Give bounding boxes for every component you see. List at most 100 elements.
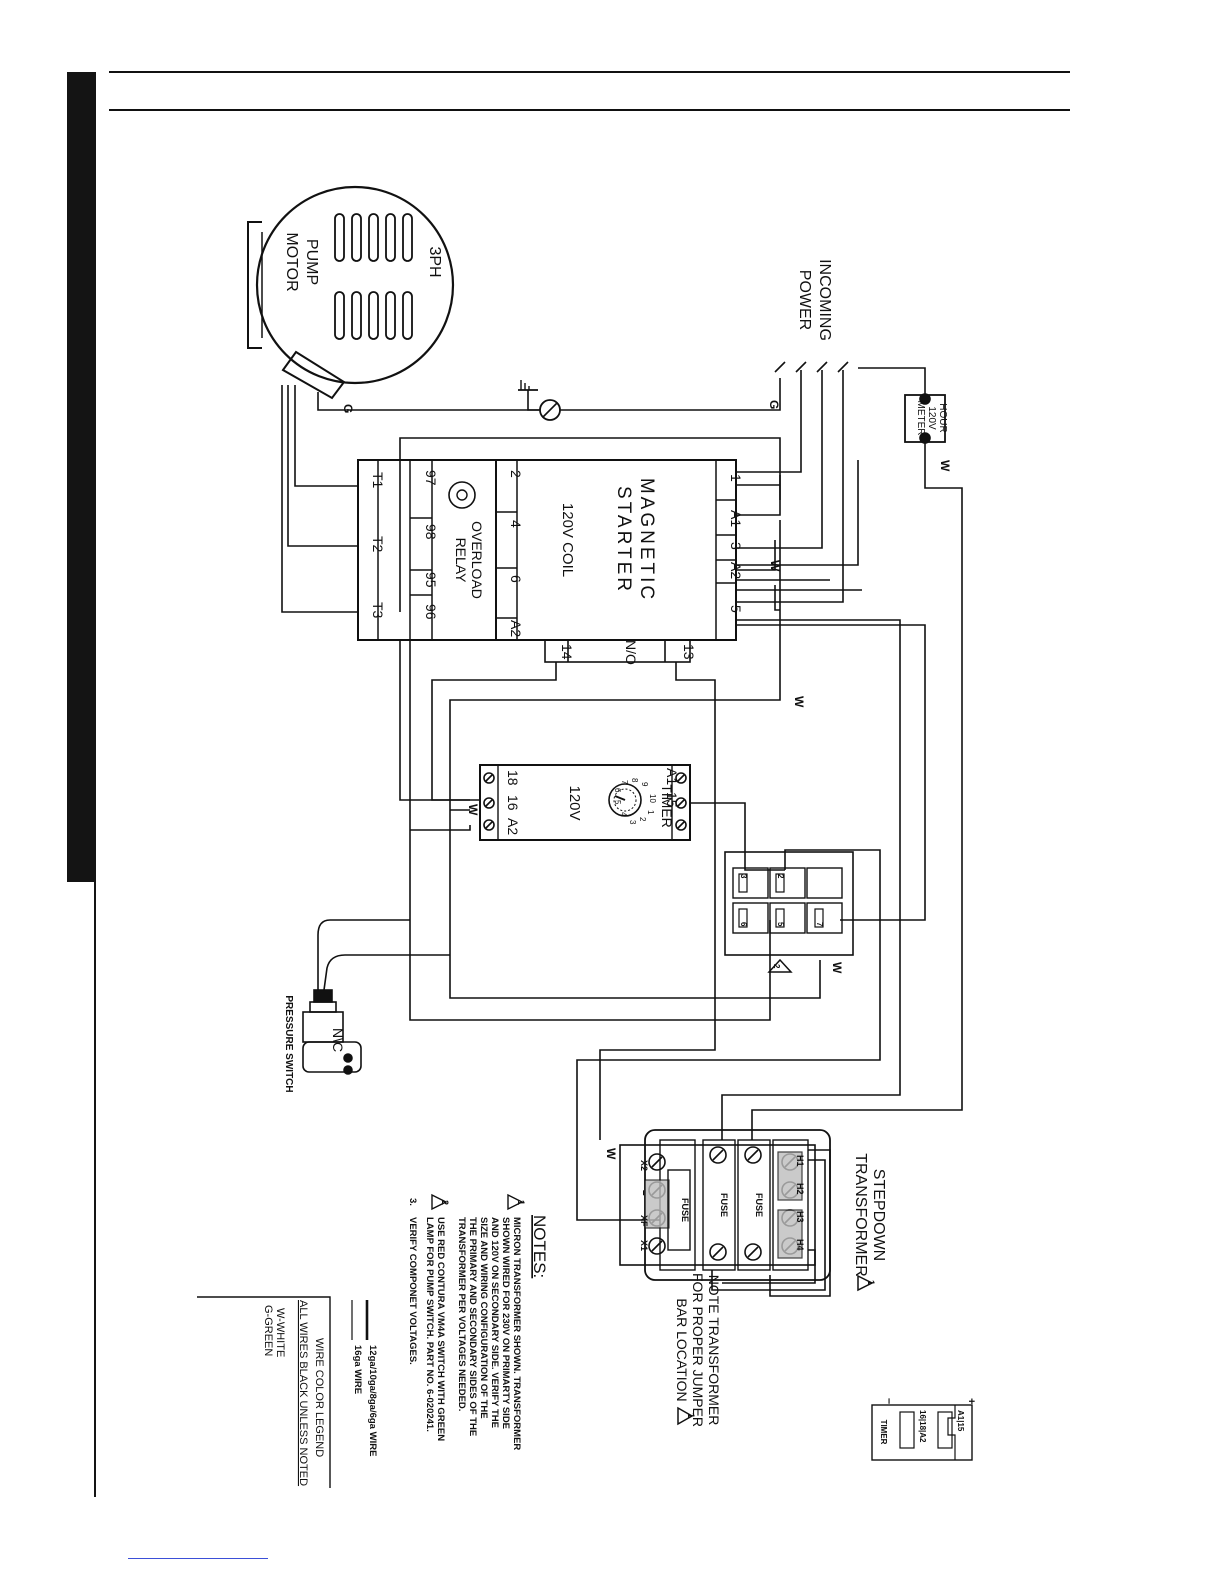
svg-text:SHOWN WIRED FOR 230V ON PRIMAR: SHOWN WIRED FOR 230V ON PRIMARTY SIDE: [500, 1217, 511, 1429]
timer-dial-6: 6: [613, 788, 622, 793]
switch-terminal-7: 7: [815, 922, 824, 927]
overload-label-1: OVERLOAD: [469, 521, 485, 599]
timer-dial-7: 7: [620, 780, 629, 785]
transformer-terminal-h2: H2: [795, 1183, 805, 1195]
starter-terminal-a2: A2: [728, 562, 744, 579]
starter-title-2: STARTER: [613, 486, 634, 594]
footer-link-underline: [128, 1558, 268, 1559]
svg-text:USE RED CONTURA VM4A SWITCH WI: USE RED CONTURA VM4A SWITCH WITH GREEN: [435, 1217, 446, 1441]
timer-dial-4: 4: [619, 812, 628, 817]
motor-label-3ph: 3PH: [426, 246, 443, 277]
svg-text:THE PRIMARY AND SECONDARY SIDE: THE PRIMARY AND SECONDARY SIDES OF THE: [467, 1217, 478, 1436]
timer-symbol: [871, 1404, 973, 1461]
overload-terminal-96: 96: [423, 604, 439, 620]
legend-white: W-WHITE: [274, 1308, 286, 1357]
legend-light-wire: 16ga WIRE: [352, 1345, 363, 1394]
motor-ground-label: G: [341, 404, 355, 413]
transformer-terminal-xf: XF: [639, 1215, 649, 1227]
overload-terminal-t2: T2: [370, 536, 386, 553]
stepdown-transformer: [619, 1129, 831, 1297]
transformer-terminal-h4: H4: [795, 1239, 805, 1251]
motor-label-pump: PUMP: [303, 239, 320, 285]
timer-symbol-minus: –: [883, 1398, 895, 1404]
wire-label-w-4: W: [466, 804, 480, 816]
starter-terminal-6: 6: [508, 575, 524, 583]
timer-dial-2: 2: [638, 817, 647, 822]
header-rule-top: [109, 71, 1070, 73]
svg-text:3.: 3.: [407, 1198, 418, 1206]
wire-color-legend: [197, 1296, 331, 1488]
pressure-switch: [302, 919, 450, 1075]
overload-terminal-97: 97: [423, 470, 439, 486]
incoming-power-label-1: INCOMING: [816, 259, 833, 341]
timer-symbol-plus: +: [965, 1398, 977, 1404]
timer-symbol-top: A1|15: [956, 1410, 965, 1432]
legend-heavy-wire: 12ga/10ga/8ga/6ga WIRE: [367, 1345, 378, 1456]
starter-terminal-5: 5: [728, 605, 744, 613]
wire-label-w-1: W: [938, 460, 952, 472]
incoming-ground-label: G: [767, 400, 781, 409]
starter-terminal-a2-top: A2: [508, 620, 524, 637]
timer-dial-3: 3: [628, 820, 637, 825]
timer-terminal-16: 16: [505, 795, 521, 811]
transformer-title-1: STEPDOWN: [870, 1169, 887, 1261]
hour-meter-label-3: METER: [915, 401, 926, 436]
overload-label-2: RELAY: [453, 538, 469, 584]
notes-mark-2: 2: [440, 1200, 450, 1205]
starter-terminal-2: 2: [508, 470, 524, 478]
switch-terminal-6: 6: [739, 922, 748, 927]
svg-text:MICRON TRANSFORMER SHOWN. TRAN: MICRON TRANSFORMER SHOWN. TRANSFORMER: [511, 1217, 522, 1450]
transformer-note-mark: 1: [866, 1280, 876, 1285]
overload-terminal-95: 95: [423, 572, 439, 588]
transformer-title-2: TRANSFORMER: [852, 1153, 869, 1277]
timer-terminal-15: 15: [664, 792, 680, 808]
overload-terminal-t1: T1: [370, 472, 386, 489]
motor-label-motor: MOTOR: [283, 232, 300, 291]
starter-terminal-4: 4: [508, 520, 524, 528]
timer-dial-9: 9: [640, 782, 649, 787]
timer-dial-10: 10: [648, 794, 657, 803]
svg-text:AND 120V ON SECONDARY SIDE. VE: AND 120V ON SECONDARY SIDE. VERIFY THE: [489, 1217, 500, 1428]
hour-meter: [904, 393, 946, 444]
transformer-note-1: NOTE TRANSFORMER: [706, 1275, 722, 1426]
transformer-terminal-x1: X1: [639, 1240, 649, 1251]
aux-terminal-13: 13: [681, 644, 697, 660]
transformer-note-2: FOR PROPER JUMPER: [690, 1273, 706, 1427]
switch-terminal-2: 2: [776, 874, 785, 879]
hour-meter-label-1: HOUR: [937, 403, 948, 432]
notes-item-2: USE RED CONTURA VM4A SWITCH WITH GREEN L…: [424, 1217, 446, 1441]
wire-label-w-2: W: [768, 560, 782, 572]
page-side-tab: [67, 72, 96, 882]
aux-terminal-14: 14: [559, 644, 575, 660]
wire-label-w-6: W: [604, 1148, 618, 1160]
transformer-terminal-h3: H3: [795, 1211, 805, 1223]
legend-green: G-GREEN: [262, 1305, 274, 1356]
timer-voltage: 120V: [566, 785, 583, 820]
transformer-terminal-h1: H1: [795, 1155, 805, 1167]
legend-color-title: WIRE COLOR LEGEND: [313, 1338, 325, 1457]
timer-dial-8: 8: [630, 778, 639, 783]
switch-terminal-block: [724, 851, 854, 973]
incoming-power-label-2: POWER: [796, 270, 813, 330]
legend-color-subtitle: ALL WIRES BLACK UNLESS NOTED: [297, 1300, 309, 1486]
transformer-terminal-minus: –: [638, 1190, 649, 1196]
overload-terminal-98: 98: [423, 524, 439, 540]
timer-dial-5: 5: [613, 800, 622, 805]
switch-terminal-3: 3: [739, 874, 748, 879]
wire-label-w-5: W: [830, 962, 844, 974]
pump-motor: [247, 185, 455, 400]
header-rule-bottom: [109, 109, 1070, 111]
wire-label-w-3: W: [792, 696, 806, 708]
notes-item-3: 3. VERIFY COMPONET VOLTAGES.: [407, 1198, 418, 1365]
timer-terminal-18: 18: [505, 770, 521, 786]
magnetic-starter: [495, 459, 737, 663]
transformer-terminal-x2: X2: [639, 1160, 649, 1171]
timer-symbol-label: TIMER: [879, 1420, 888, 1445]
svg-text:VERIFY COMPONET VOLTAGES.: VERIFY COMPONET VOLTAGES.: [407, 1217, 418, 1365]
starter-coil-label: 120V COIL: [559, 503, 576, 577]
hour-meter-label-2: 120V: [926, 406, 937, 430]
timer-symbol-bottom: 16|18|A2: [918, 1410, 927, 1443]
timer-terminal-a1: A1: [664, 768, 680, 785]
notes-item-1: MICRON TRANSFORMER SHOWN. TRANSFORMER SH…: [456, 1217, 522, 1450]
transformer-fuse-1: FUSE: [719, 1193, 729, 1217]
